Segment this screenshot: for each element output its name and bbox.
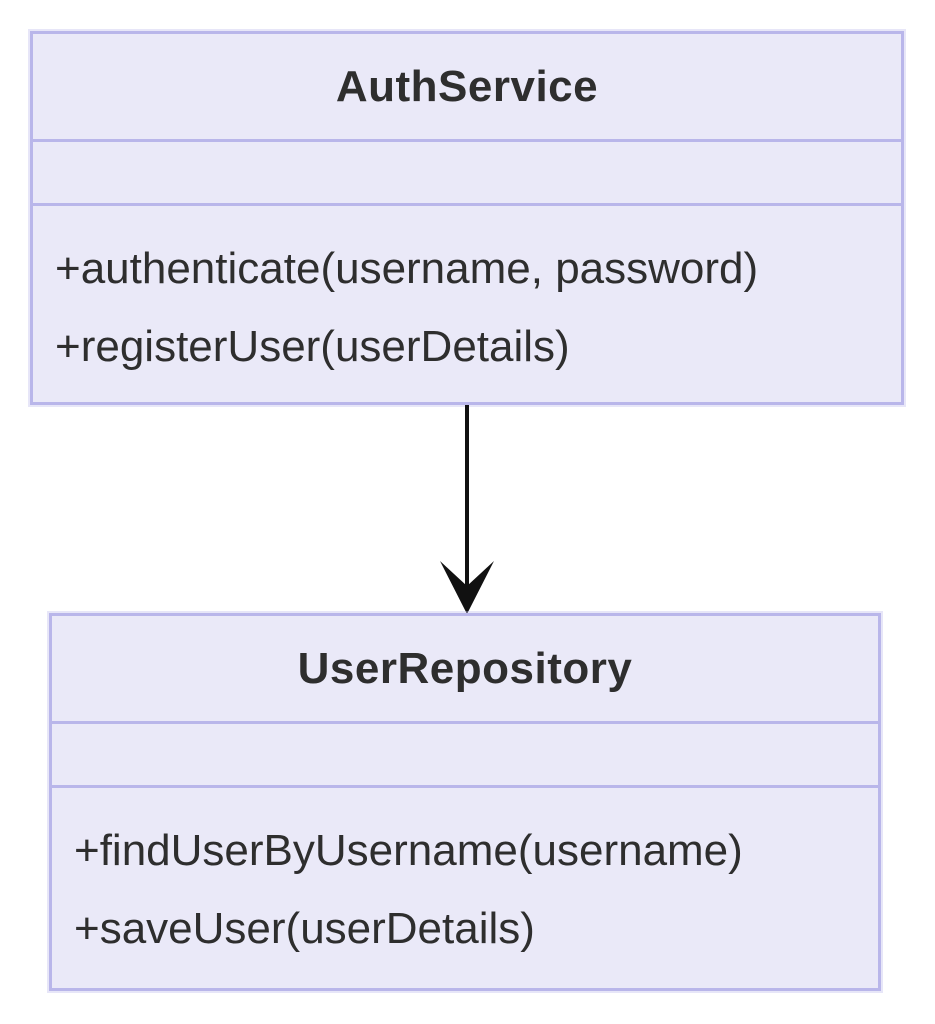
method-save-user: +saveUser(userDetails) bbox=[74, 904, 535, 953]
class-attributes-compartment-empty bbox=[52, 724, 878, 788]
arrowhead bbox=[440, 561, 494, 614]
method-authenticate: +authenticate(username, password) bbox=[55, 244, 759, 293]
class-methods-compartment: +authenticate(username, password) +regis… bbox=[33, 206, 901, 402]
class-title-compartment: UserRepository bbox=[52, 616, 878, 724]
class-title-compartment: AuthService bbox=[33, 34, 901, 142]
class-attributes-compartment-empty bbox=[33, 142, 901, 206]
class-name-userrepository: UserRepository bbox=[297, 643, 633, 693]
class-methods-compartment: +findUserByUsername(username) +saveUser(… bbox=[52, 788, 878, 988]
class-node-userrepository: UserRepository +findUserByUsername(usern… bbox=[49, 613, 881, 991]
method-find-user-by-username: +findUserByUsername(username) bbox=[74, 826, 743, 875]
dependency-arrow bbox=[440, 405, 494, 614]
class-name-authservice: AuthService bbox=[335, 61, 599, 111]
class-node-authservice: AuthService +authenticate(username, pass… bbox=[30, 31, 904, 405]
method-register-user: +registerUser(userDetails) bbox=[55, 322, 570, 371]
